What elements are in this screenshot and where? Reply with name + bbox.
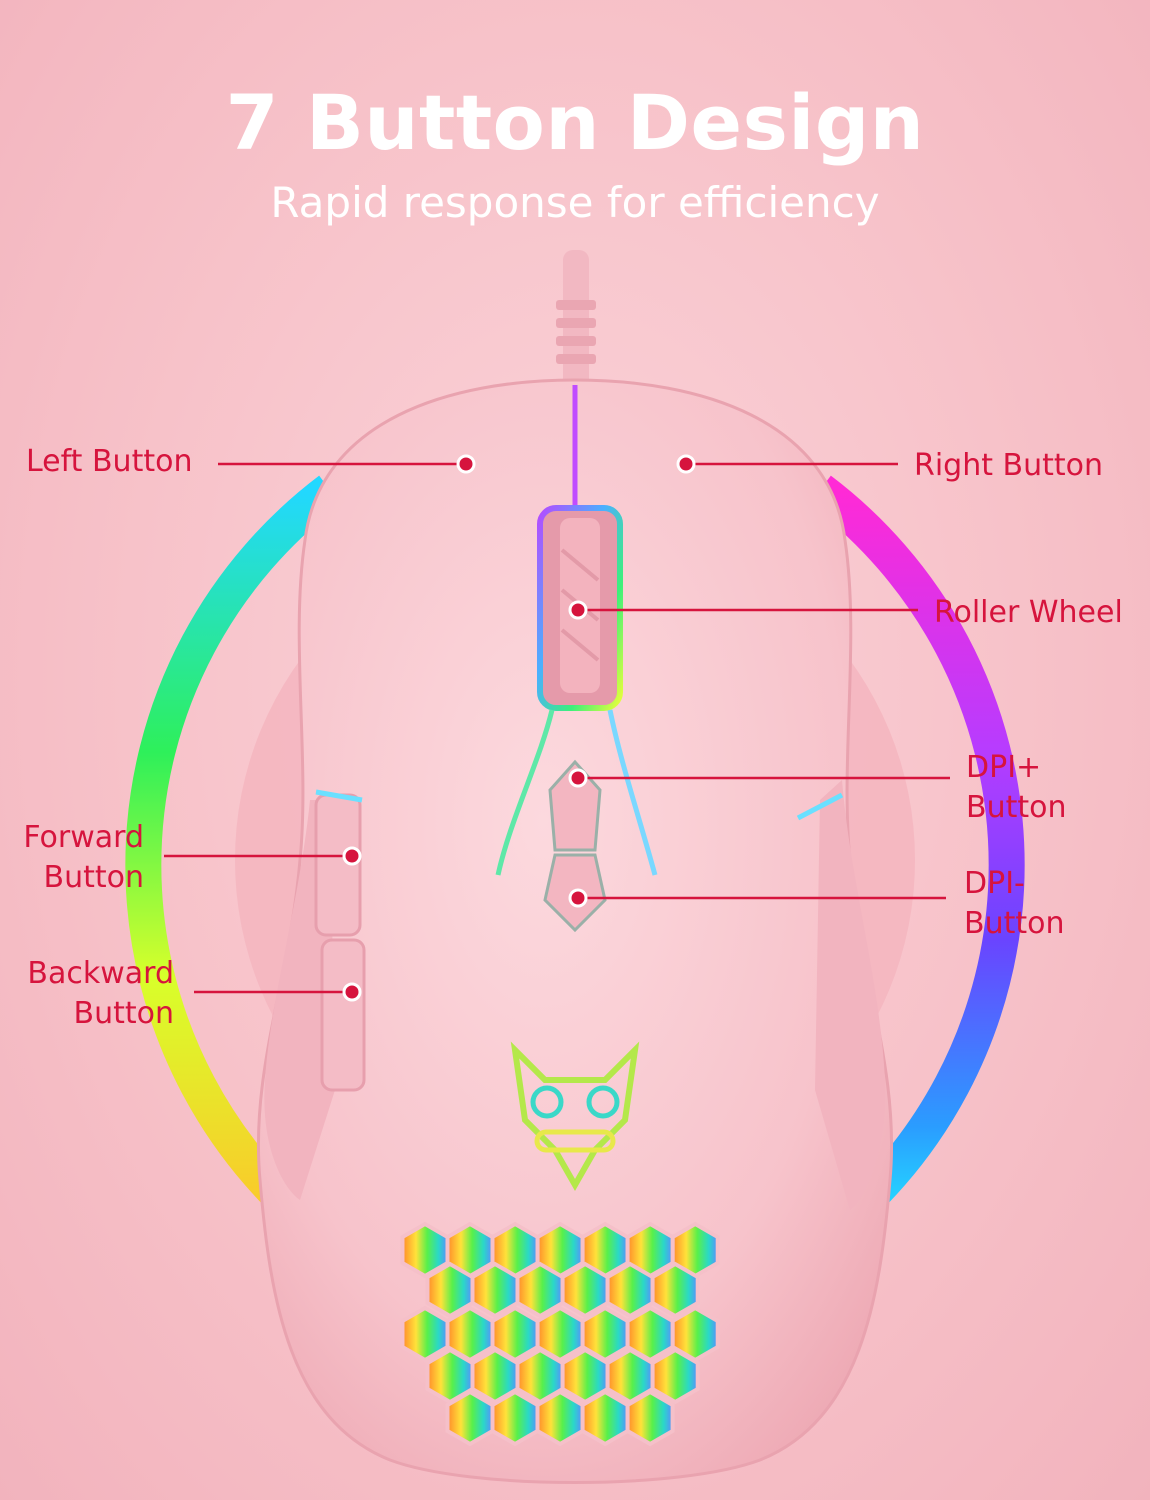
rgb-ring-right — [809, 475, 1025, 1255]
backward-side-key — [320, 938, 366, 1092]
honeycomb-cell — [400, 1305, 450, 1363]
dpi-plus-key — [548, 759, 602, 852]
honeycomb-cell — [650, 1261, 700, 1319]
honeycomb-cell — [490, 1389, 540, 1447]
light-strip-right — [607, 709, 658, 876]
backward-label-line2: Button — [73, 996, 175, 1031]
owl-logo — [510, 1041, 640, 1192]
honeycomb-cell — [650, 1347, 700, 1405]
dpi-minus-label: DPI- Button — [964, 864, 1065, 944]
light-strip-left — [495, 709, 555, 876]
forward-button-label: Forward Button — [10, 818, 144, 898]
cable-strain-relief — [556, 300, 596, 364]
side-grip-right — [815, 780, 886, 1210]
backward-button-label: Backward Button — [16, 954, 174, 1034]
left-button-label: Left Button — [26, 444, 193, 479]
dpi-plus-label-line1: DPI+ — [966, 750, 1042, 785]
page-subtitle: Rapid response for efficiency — [270, 178, 880, 227]
honeycomb-cell — [535, 1389, 585, 1447]
honeycomb-cell — [670, 1221, 720, 1279]
side-accent-left — [315, 789, 363, 803]
leader-dots — [342, 454, 696, 1002]
honeycomb-cell — [445, 1389, 495, 1447]
forward-label-line1: Forward — [23, 820, 144, 855]
roller-wheel-label: Roller Wheel — [934, 595, 1123, 630]
dpi-plus-label: DPI+ Button — [966, 748, 1067, 828]
page-title: 7 Button Design — [225, 78, 925, 167]
leader-lines — [164, 462, 950, 994]
honeycomb-cell — [625, 1389, 675, 1447]
forward-label-line2: Button — [43, 860, 145, 895]
backward-label-line1: Backward — [27, 956, 174, 991]
honeycomb-cell — [670, 1305, 720, 1363]
right-button-label: Right Button — [914, 448, 1104, 483]
dpi-plus-label-line2: Button — [966, 790, 1067, 825]
honeycomb-grille — [400, 1221, 720, 1447]
honeycomb-cell — [580, 1389, 630, 1447]
dpi-minus-label-line1: DPI- — [964, 866, 1025, 901]
side-accent-right — [796, 792, 844, 821]
dpi-minus-label-line2: Button — [964, 906, 1065, 941]
rgb-ring-left — [125, 475, 341, 1255]
